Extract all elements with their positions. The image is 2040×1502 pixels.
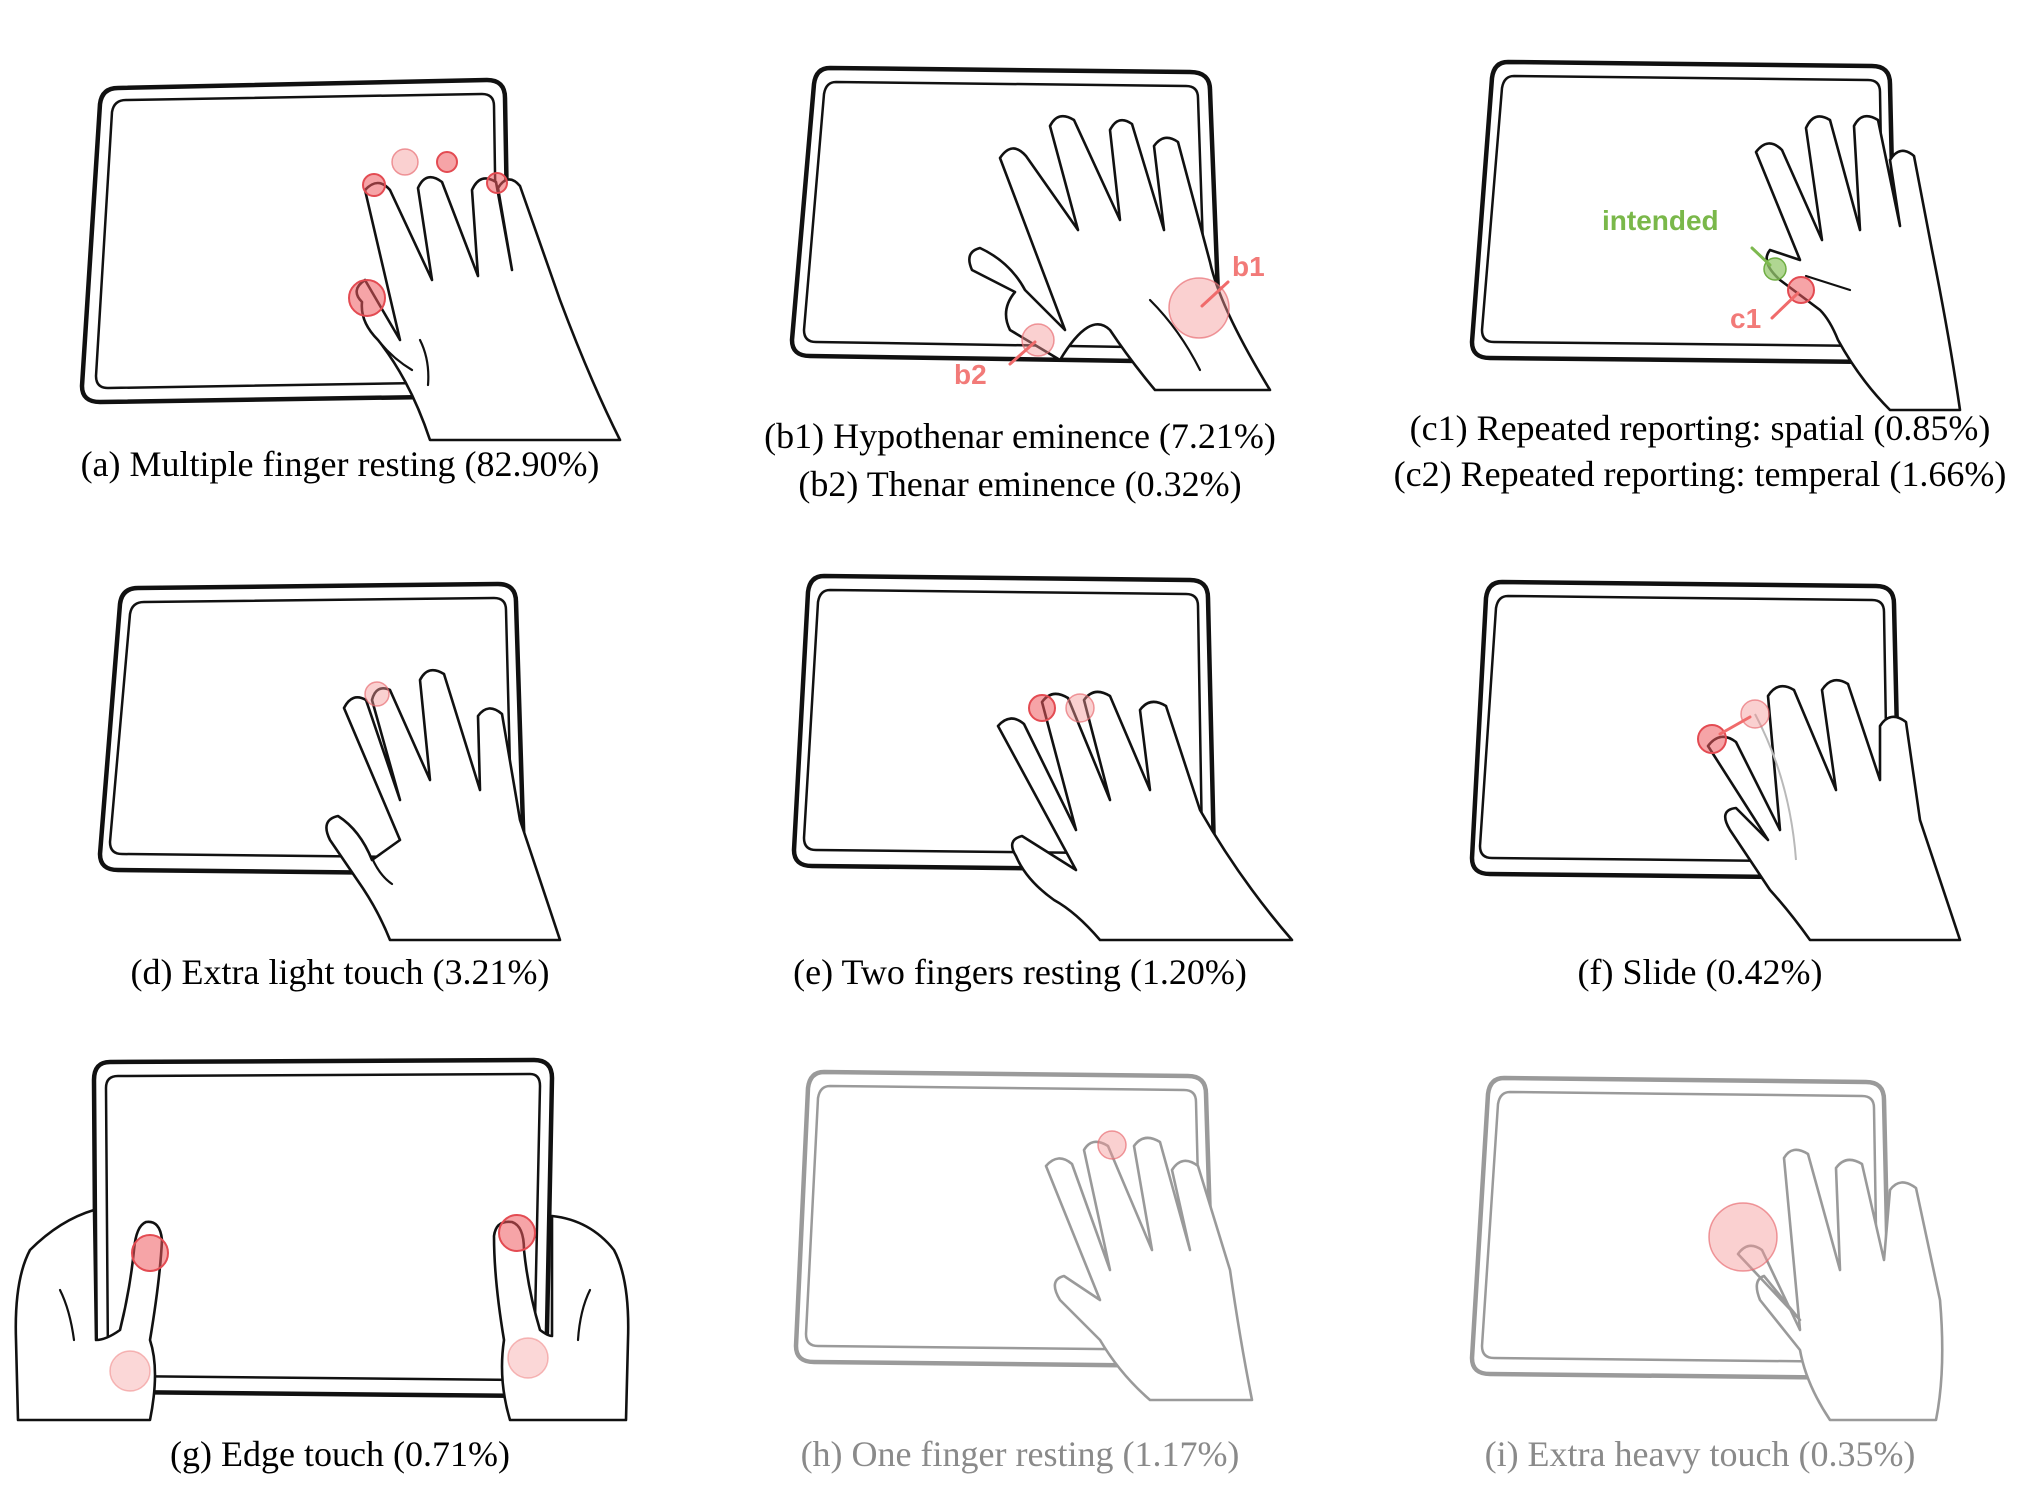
- touch-point: [1065, 693, 1095, 723]
- touch-point: [391, 148, 419, 176]
- annotations: b1 b2: [954, 251, 1265, 390]
- panel-i: (i) Extra heavy touch (0.35%): [1360, 1040, 2040, 1500]
- panel-d-illustration: [97, 581, 562, 942]
- panel-g-caption: (g) Edge touch (0.71%): [170, 1434, 510, 1474]
- touch-point: [362, 173, 386, 197]
- hand: [355, 175, 622, 442]
- slide-start-touch: [1697, 724, 1727, 754]
- panel-d-caption: (d) Extra light touch (3.21%): [130, 952, 550, 992]
- panel-e: (e) Two fingers resting (1.20%): [680, 540, 1360, 1010]
- panel-g-illustration: [14, 1057, 630, 1422]
- panel-b-caption-line1: (b1) Hypothenar eminence (7.21%): [764, 416, 1276, 456]
- panel-h-caption: (h) One finger resting (1.17%): [800, 1434, 1240, 1474]
- touch-point: [364, 681, 390, 707]
- hand: [1754, 114, 1962, 412]
- hand: [325, 668, 562, 942]
- annotations: intended c1: [1602, 205, 1800, 334]
- hand: [968, 114, 1272, 392]
- touch-point: [486, 172, 508, 194]
- panel-f-illustration: [1469, 579, 1962, 942]
- panel-c-caption-line1: (c1) Repeated reporting: spatial (0.85%): [1409, 408, 1991, 448]
- touch-points: [348, 148, 508, 317]
- panel-e-illustration: [791, 573, 1294, 942]
- heavy-touch: [1708, 1202, 1778, 1272]
- hypothenar-touch: [1168, 277, 1230, 339]
- touch-point: [109, 1350, 151, 1392]
- touch-points: [364, 681, 390, 707]
- panel-a: (a) Multiple finger resting (82.90%): [0, 40, 680, 500]
- touch-point: [498, 1214, 536, 1252]
- touch-points: [109, 1214, 549, 1392]
- panel-i-illustration: [1469, 1075, 1944, 1422]
- panel-f: (f) Slide (0.42%): [1360, 540, 2040, 1010]
- panel-e-caption: (e) Two fingers resting (1.20%): [793, 952, 1247, 992]
- panel-c: intended c1 (c1) Repeated reporting: spa…: [1360, 40, 2040, 510]
- annotation-intended: intended: [1602, 205, 1719, 236]
- touch-points: [1028, 693, 1095, 723]
- touch-points: [1697, 699, 1770, 754]
- slide-end-touch: [1740, 699, 1770, 729]
- annotation-b1: b1: [1232, 251, 1265, 282]
- touch-point: [131, 1234, 169, 1272]
- slide-trail: [1754, 713, 1797, 861]
- panel-h: (h) One finger resting (1.17%): [680, 1040, 1360, 1500]
- touch-point: [1028, 694, 1056, 722]
- panel-b: b1 b2 (b1) Hypothenar eminence (7.21%) (…: [680, 40, 1360, 520]
- touch-points: [1708, 1202, 1778, 1272]
- panel-a-caption: (a) Multiple finger resting (82.90%): [80, 444, 600, 484]
- panel-i-caption: (i) Extra heavy touch (0.35%): [1484, 1434, 1916, 1474]
- touch-point: [436, 151, 458, 173]
- hand: [996, 690, 1294, 942]
- panel-c-illustration: intended c1: [1469, 59, 1962, 412]
- annotation-b2: b2: [954, 359, 987, 390]
- panel-a-illustration: [79, 77, 622, 442]
- panel-b-illustration: b1 b2: [789, 65, 1272, 392]
- hand: [1044, 1136, 1254, 1402]
- hand: [1706, 678, 1962, 942]
- touch-points: [1097, 1130, 1127, 1160]
- hand: [1736, 1148, 1944, 1422]
- panel-h-illustration: [793, 1069, 1254, 1402]
- panel-g: (g) Edge touch (0.71%): [0, 1040, 680, 1500]
- panel-f-caption: (f) Slide (0.42%): [1577, 952, 1823, 992]
- tablet: [91, 1057, 555, 1399]
- panel-d: (d) Extra light touch (3.21%): [0, 540, 680, 1010]
- touch-point: [348, 279, 386, 317]
- touch-point: [507, 1337, 549, 1379]
- panel-b-caption-line2: (b2) Thenar eminence (0.32%): [798, 464, 1242, 504]
- panel-c-caption-line2: (c2) Repeated reporting: temperal (1.66%…: [1393, 454, 2007, 494]
- annotation-c1: c1: [1730, 303, 1761, 334]
- touch-point: [1097, 1130, 1127, 1160]
